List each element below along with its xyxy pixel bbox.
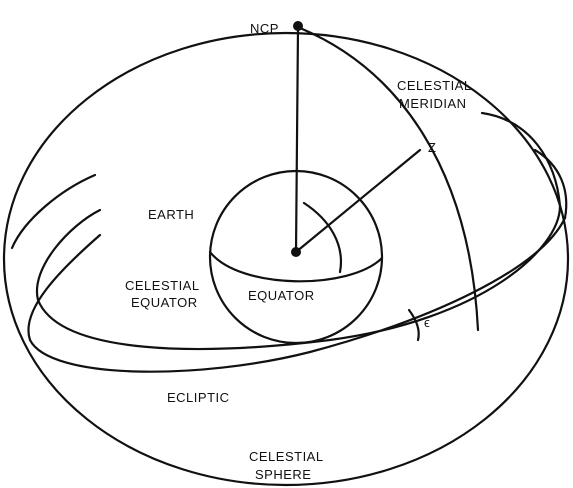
earth-meridian [302, 201, 343, 274]
obliquity-label: ϵ [424, 315, 430, 330]
ncp-point [293, 21, 303, 31]
earth-equator [208, 250, 384, 283]
celestial-equator-back-right [480, 111, 562, 208]
celestial-meridian-label-line1: CELESTIAL [397, 78, 472, 93]
earth-center-point [291, 247, 301, 257]
celestial-equator-label-line2: EQUATOR [131, 295, 198, 310]
celestial-sphere-outline [2, 31, 570, 487]
celestial-equator-front [35, 204, 562, 351]
ncp-label: NCP [250, 21, 279, 36]
zenith-label: Z [428, 140, 436, 155]
ecliptic-back [533, 148, 568, 220]
celestial-sphere-label-line2: SPHERE [255, 467, 311, 482]
celestial-meridian-label-line2: MERIDIAN [399, 96, 467, 111]
celestial-sphere-label-line1: CELESTIAL [249, 449, 324, 464]
celestial-equator-back-left [10, 173, 97, 250]
polar-axis [294, 26, 300, 254]
celestial-equator-label-line1: CELESTIAL [125, 278, 200, 293]
ecliptic-curve [27, 216, 567, 373]
earth-equator-label: EQUATOR [248, 288, 315, 303]
celestial-meridian-arc [298, 26, 480, 332]
obliquity-angle-arc [407, 308, 420, 342]
ecliptic-label: ECLIPTIC [167, 390, 230, 405]
earth-label: EARTH [148, 207, 194, 222]
zenith-line [294, 148, 422, 254]
